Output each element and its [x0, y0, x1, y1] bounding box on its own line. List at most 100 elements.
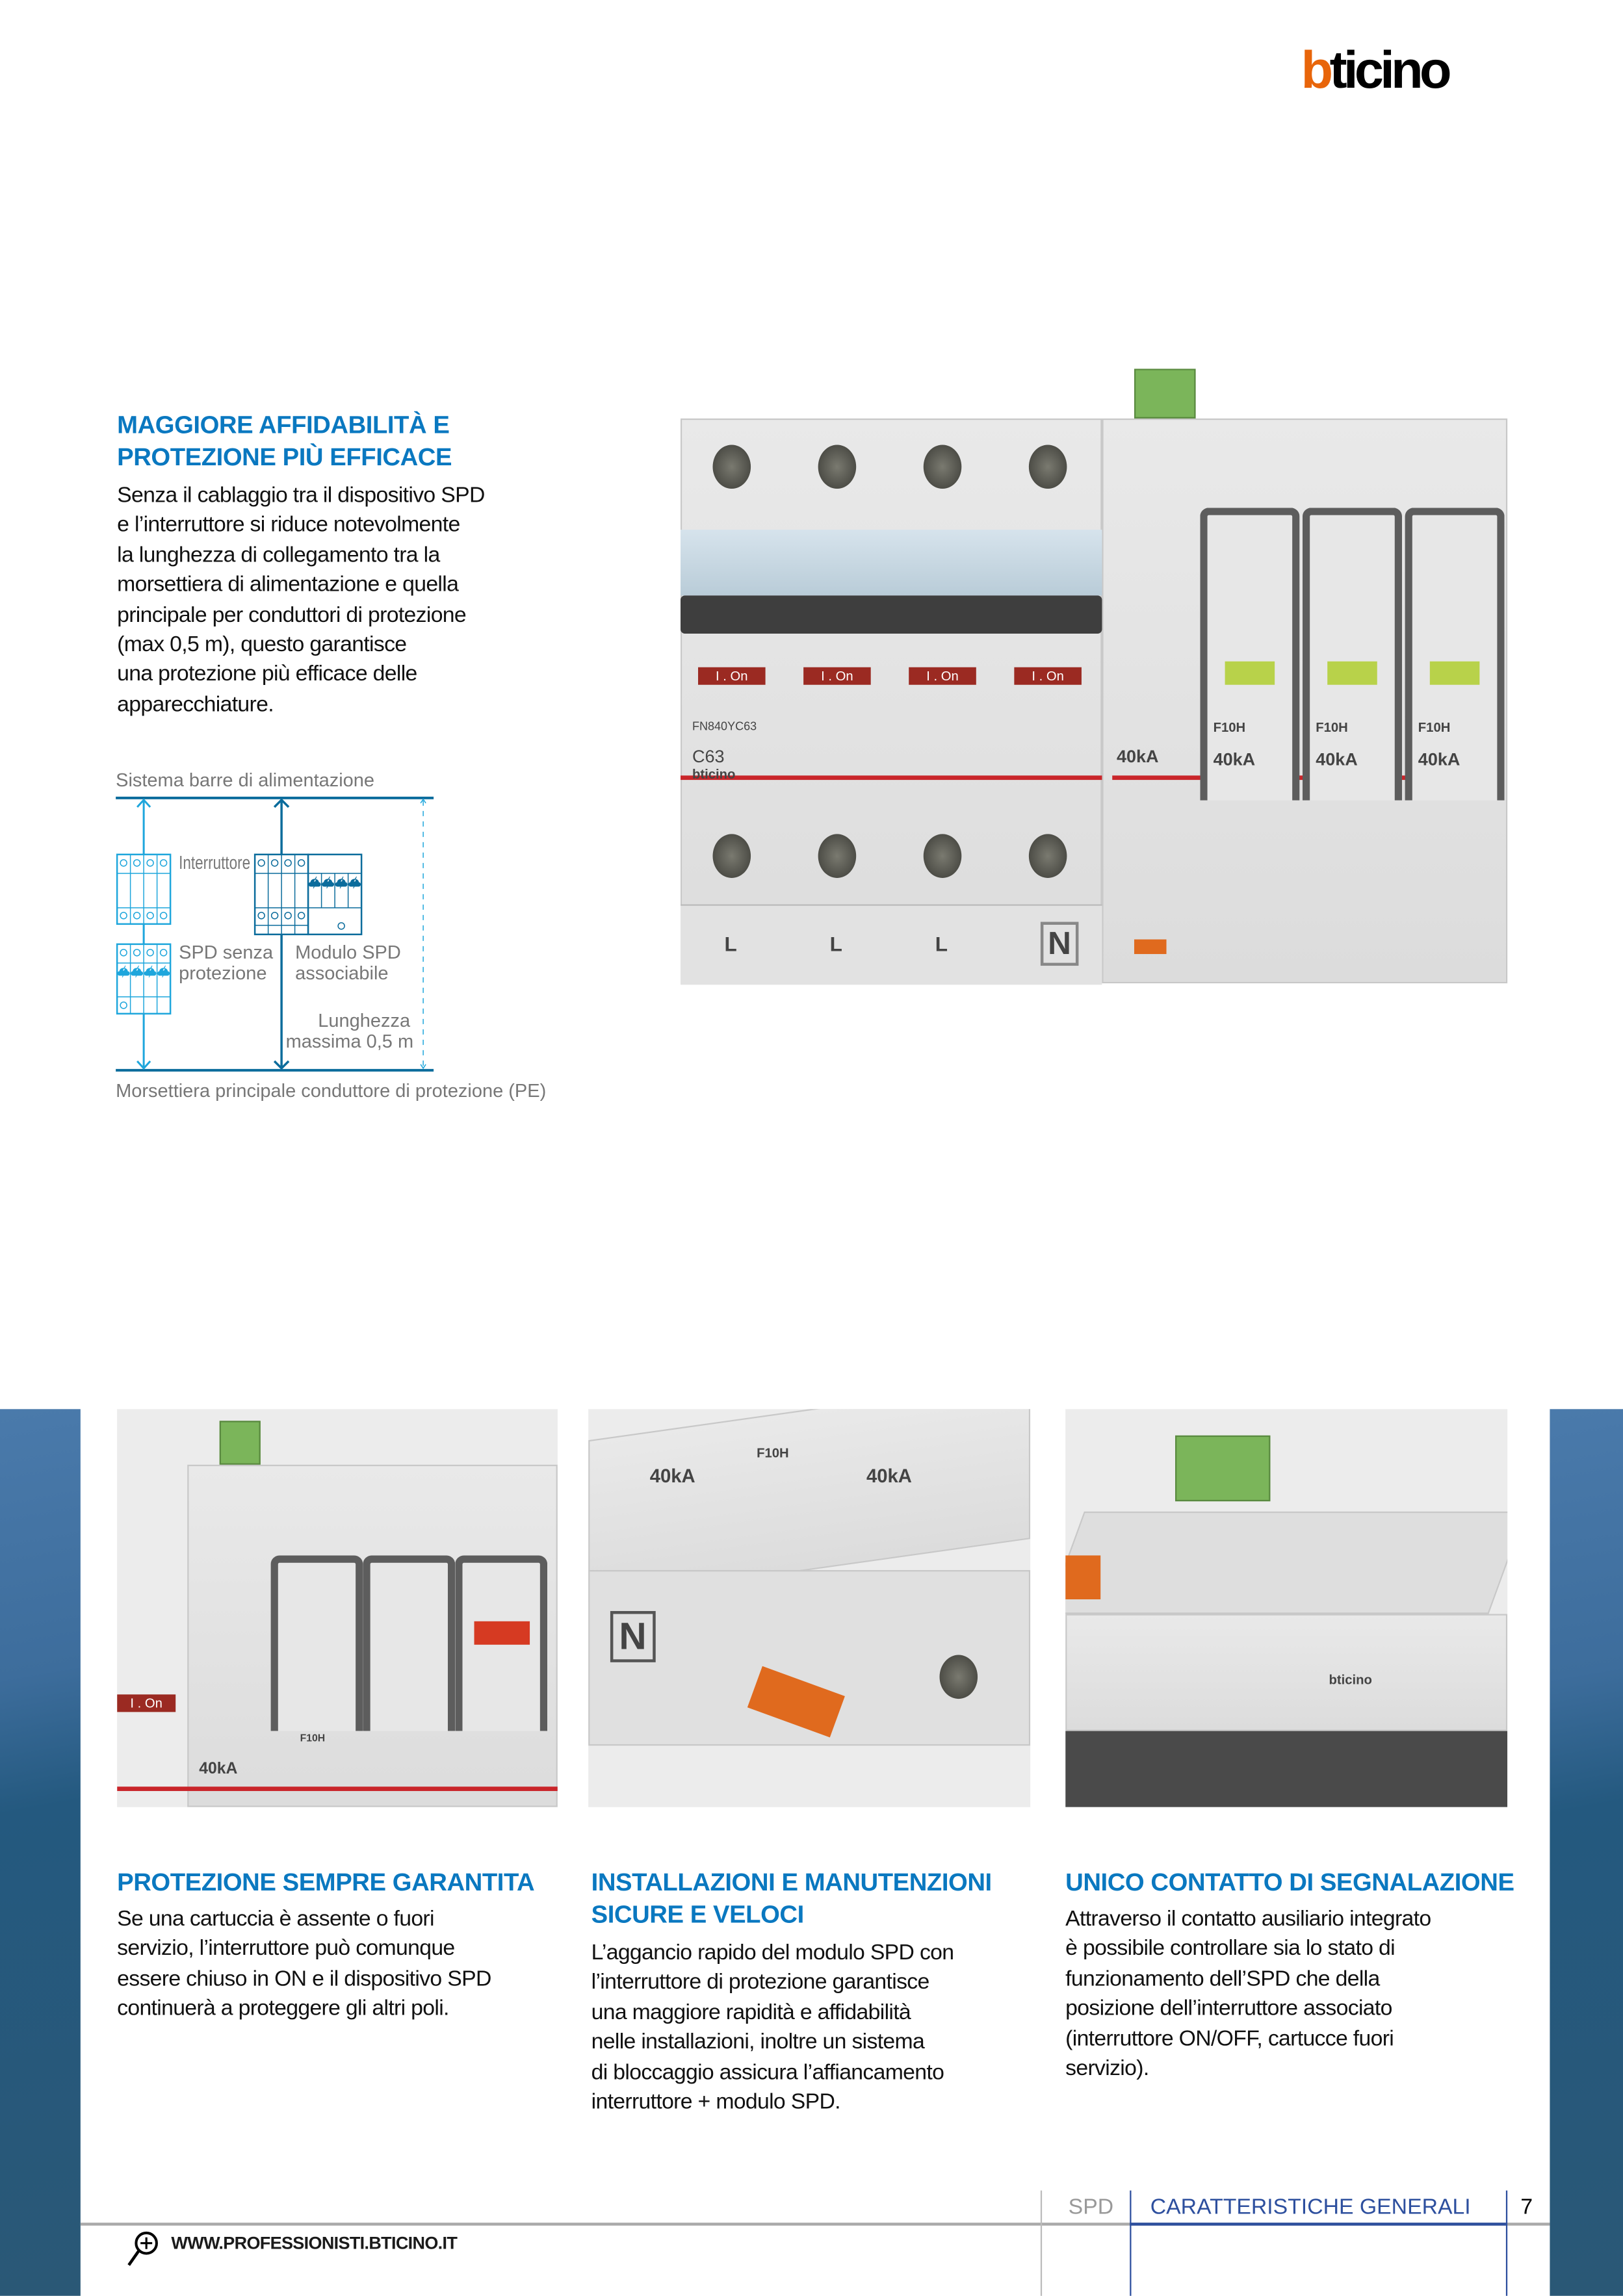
spd-module-top — [1065, 1511, 1508, 1614]
terminal-screw — [712, 834, 751, 878]
footer-divider — [80, 2223, 1550, 2226]
intro-body: Senza il cablaggio tra il dispositivo SP… — [117, 483, 485, 717]
maker-label: bticino — [1329, 1672, 1372, 1688]
locking-tab[interactable] — [1134, 939, 1167, 955]
fault-window — [474, 1621, 530, 1645]
spd-cartridge[interactable]: F10H 40kA — [1302, 508, 1403, 801]
auxiliary-contact-connector — [219, 1421, 261, 1465]
spd-rating: 40kA — [649, 1464, 695, 1487]
auxiliary-contact-connector — [1175, 1435, 1271, 1502]
terminal-icon — [132, 912, 140, 920]
breaker-handle: I . On — [698, 667, 766, 685]
terminal-screw — [712, 445, 751, 489]
surge-icon — [143, 965, 156, 978]
terminal-icon — [119, 859, 127, 867]
spd-label-1: SPD senza — [178, 942, 273, 963]
pole-label: L — [829, 932, 842, 956]
page-number: 7 — [1520, 2195, 1533, 2220]
cartridge-code: F10H — [1418, 719, 1451, 735]
website-link[interactable]: WWW.PROFESSIONISTI.BTICINO.IT — [171, 2232, 458, 2254]
surge-icon — [116, 965, 129, 978]
auxiliary-contact-connector — [1134, 368, 1196, 419]
status-window — [1429, 661, 1480, 685]
breaker-handle: I . On — [117, 1694, 176, 1712]
feature-photo-signal-contact: bticino — [1065, 1409, 1508, 1807]
spd-cartridge — [363, 1555, 456, 1731]
terminal-icon — [132, 949, 140, 957]
spd-module-body — [1065, 1614, 1508, 1731]
spd-cartridge — [455, 1555, 548, 1731]
surge-icon — [307, 876, 320, 889]
right-side-band — [1550, 1409, 1623, 2296]
terminal-icon — [159, 949, 167, 957]
cartridge-rating: 40kA — [1316, 749, 1358, 770]
length-label-2: massima 0,5 m — [285, 1031, 413, 1052]
feature-photo-quick-coupling: 40kA F10H 40kA N — [588, 1409, 1031, 1807]
spd-rating: 40kA — [1116, 746, 1159, 767]
breaker-code: FN840YC63 — [692, 719, 757, 734]
length-arrowheads — [419, 798, 426, 1070]
terminal-screw — [818, 445, 857, 489]
modulo-label-2: associabile — [294, 963, 387, 984]
red-stripe — [680, 775, 1102, 780]
handle-bar[interactable] — [680, 595, 1102, 634]
red-stripe — [117, 1786, 558, 1791]
left-arrow — [135, 798, 151, 1070]
surge-icon — [334, 876, 347, 889]
terminal-icon — [119, 912, 127, 920]
breaker-handle: I . On — [909, 667, 976, 685]
spd-cartridge — [270, 1555, 363, 1731]
terminal-icon — [146, 949, 153, 957]
neutral-label: N — [610, 1611, 656, 1662]
bticino-logo: bticino — [1301, 39, 1452, 100]
feature-1-heading: PROTEZIONE SEMPRE GARANTITA — [117, 1868, 535, 1897]
terminal-icon — [283, 912, 291, 920]
pole-label: L — [724, 932, 737, 956]
feature-2-heading: INSTALLAZIONI E MANUTENZIONI SICURE E VE… — [591, 1868, 993, 1929]
terminal-icon — [119, 949, 127, 957]
feature-3-heading: UNICO CONTATTO DI SEGNALAZIONE — [1065, 1868, 1514, 1897]
modulo-label-1: Modulo SPD — [294, 942, 400, 963]
status-window — [1225, 661, 1275, 685]
feature-3-body: Attraverso il contatto ausiliario integr… — [1065, 1906, 1431, 2081]
terminal-icon — [257, 859, 265, 867]
spd-label-2: protezione — [178, 963, 266, 984]
terminal-icon — [159, 912, 167, 920]
terminal-icon — [132, 859, 140, 867]
cartridge-code: F10H — [1316, 719, 1348, 735]
terminal-icon — [159, 859, 167, 867]
surge-icon — [157, 965, 169, 978]
breaker-handle: I . On — [803, 667, 871, 685]
cartridge-code: F10H — [1213, 719, 1246, 735]
terminal-icon — [119, 1001, 127, 1009]
terminal-icon — [283, 859, 291, 867]
terminal-icon — [270, 912, 278, 920]
feature-photo-cartridge-removed: I . On 40kA F10H — [117, 1409, 558, 1807]
status-window — [1327, 661, 1377, 685]
footer-chapter: CARATTERISTICHE GENERALI — [1150, 2195, 1471, 2220]
chapter-underline — [1130, 2223, 1506, 2226]
terminal-screw — [1028, 445, 1067, 489]
terminal-icon — [270, 859, 278, 867]
spd-cartridge[interactable]: F10H 40kA — [1405, 508, 1505, 801]
terminal-screw — [923, 445, 962, 489]
surge-icon — [348, 876, 360, 889]
terminal-screw — [818, 834, 857, 878]
transparent-cover — [680, 530, 1102, 596]
surge-icon — [321, 876, 333, 889]
cartridge-code: F10H — [757, 1445, 789, 1461]
cartridge-rating: 40kA — [1418, 749, 1461, 770]
spd-rating: 40kA — [199, 1760, 238, 1778]
spd-rating: 40kA — [866, 1464, 912, 1487]
earth-terminal — [939, 1655, 978, 1699]
pe-terminal-label: Morsettiera principale conduttore di pro… — [115, 1081, 545, 1102]
magnifier-icon — [127, 2231, 158, 2266]
pole-label: L — [935, 932, 948, 956]
cartridge-code: F10H — [300, 1734, 326, 1744]
terminal-screw — [923, 834, 962, 878]
terminal-icon — [257, 912, 265, 920]
wiring-diagram: Sistema barre di alimentazione Morsettie… — [115, 770, 545, 1102]
